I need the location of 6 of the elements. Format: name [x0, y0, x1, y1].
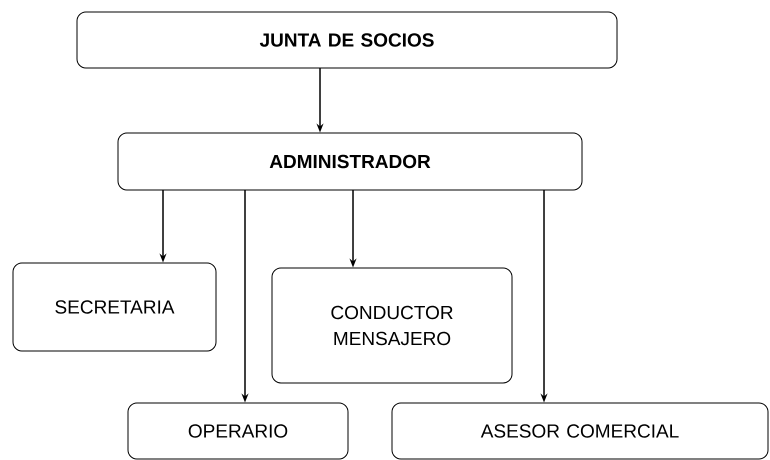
- org-box: JUNTA DE SOCIOS: [76, 12, 618, 68]
- org-box: ASESOR COMERCIAL: [392, 402, 769, 460]
- org-box: CONDUCTOR MENSAJERO: [272, 268, 512, 384]
- org-box: ADMINISTRADOR: [118, 132, 582, 190]
- org-box: OPERARIO: [128, 402, 348, 460]
- org-box: SECRETARIA: [12, 262, 216, 352]
